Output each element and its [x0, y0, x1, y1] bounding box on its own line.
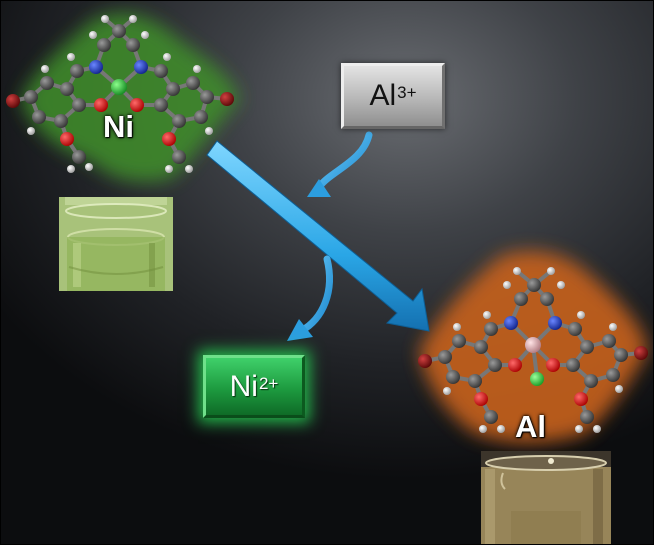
- ni-ion-symbol: Ni: [229, 369, 258, 403]
- ni-complex-label: Ni: [103, 109, 134, 144]
- ni-ion-charge: 2+: [258, 373, 279, 393]
- al-ion-curved-arrow: [307, 131, 373, 197]
- al-complex-label: Al: [515, 409, 546, 444]
- brown-solution-vial-icon: [481, 451, 611, 544]
- al-ion-symbol: Al: [369, 79, 397, 112]
- nickel-center-atom: [111, 79, 127, 95]
- al-ion-charge: 3+: [397, 83, 417, 102]
- aluminium-center-atom: [525, 337, 541, 353]
- ni-ion-curved-arrow: [287, 255, 333, 341]
- al-complex-molecule: [418, 267, 648, 433]
- reaction-arrow: [206, 140, 430, 332]
- ni-complex-molecule: [6, 15, 234, 173]
- green-solution-vial-icon: [59, 197, 173, 291]
- chloride-atom: [530, 372, 544, 386]
